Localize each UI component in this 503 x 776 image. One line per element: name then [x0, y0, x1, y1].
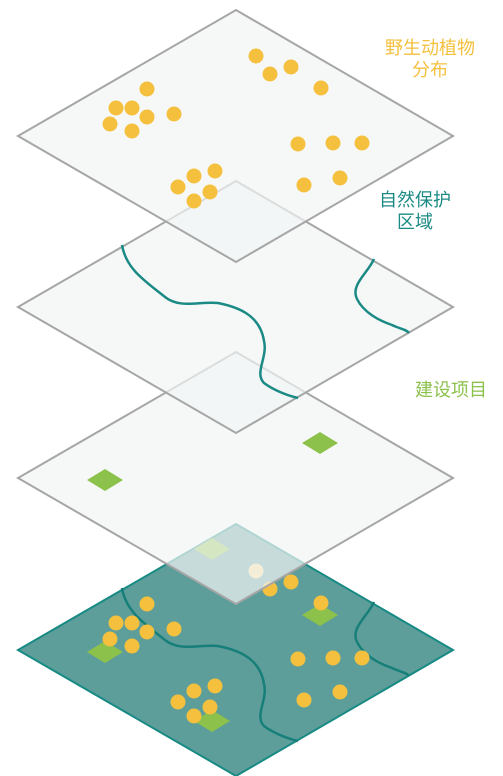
wildlife-point — [139, 109, 155, 125]
combined-wildlife-point — [313, 595, 329, 611]
combined-wildlife-point — [325, 650, 341, 666]
combined-wildlife-point — [354, 650, 370, 666]
reserve-layer-label: 自然保护 区域 — [370, 190, 460, 234]
wildlife-point — [102, 116, 118, 132]
combined-wildlife-point — [166, 621, 182, 637]
construction-layer-plane — [16, 350, 455, 606]
combined-wildlife-point — [186, 683, 202, 699]
combined-construction-site — [302, 604, 338, 626]
wildlife-point — [124, 123, 140, 139]
wildlife-point — [108, 100, 124, 116]
reserve-layer — [16, 179, 455, 435]
wildlife-point — [186, 193, 202, 209]
combined-wildlife-point — [102, 631, 118, 647]
wildlife-point — [166, 106, 182, 122]
combined-construction-site — [194, 710, 230, 732]
wildlife-point — [186, 168, 202, 184]
reserve-label-line1: 自然保护 — [379, 190, 451, 211]
combined-wildlife-point — [283, 574, 299, 590]
combined-wildlife-point — [108, 615, 124, 631]
wildlife-layer — [16, 8, 455, 264]
combined-reserve-boundary-west — [120, 587, 299, 743]
combined-wildlife-point — [186, 708, 202, 724]
combined-wildlife-point — [290, 651, 306, 667]
wildlife-point — [139, 81, 155, 97]
construction-layer-label: 建设项目 — [396, 380, 503, 402]
wildlife-layer-label: 野生动植物 分布 — [370, 38, 490, 82]
wildlife-point — [202, 184, 218, 200]
wildlife-point — [124, 100, 140, 116]
construction-site — [87, 469, 123, 491]
construction-label-line1: 建设项目 — [415, 380, 487, 401]
combined-wildlife-point — [139, 596, 155, 612]
wildlife-layer-plane — [16, 8, 455, 264]
wildlife-point — [207, 163, 223, 179]
reserve-boundary-east — [354, 258, 410, 334]
combined-wildlife-point — [139, 624, 155, 640]
combined-wildlife-point — [207, 678, 223, 694]
wildlife-point — [290, 136, 306, 152]
construction-layer — [16, 350, 455, 606]
combined-wildlife-point — [124, 615, 140, 631]
wildlife-point — [313, 80, 329, 96]
combined-construction-site — [87, 641, 123, 663]
combined-wildlife-point — [296, 692, 312, 708]
wildlife-point — [325, 135, 341, 151]
wildlife-points — [102, 48, 370, 209]
wildlife-point — [170, 179, 186, 195]
wildlife-label-line2: 分布 — [412, 60, 448, 81]
construction-site — [302, 432, 338, 454]
combined-wildlife-point — [202, 699, 218, 715]
wildlife-point — [354, 135, 370, 151]
combined-wildlife-point — [332, 684, 348, 700]
wildlife-point — [262, 66, 278, 82]
reserve-boundary-west — [120, 244, 299, 400]
wildlife-point — [296, 177, 312, 193]
reserve-label-line2: 区域 — [397, 212, 433, 233]
wildlife-point — [248, 48, 264, 64]
wildlife-label-line1: 野生动植物 — [385, 38, 475, 59]
wildlife-point — [332, 170, 348, 186]
combined-reserve-boundary-east — [354, 601, 410, 677]
combined-wildlife-point — [124, 638, 140, 654]
wildlife-point — [283, 59, 299, 75]
combined-wildlife-point — [170, 694, 186, 710]
